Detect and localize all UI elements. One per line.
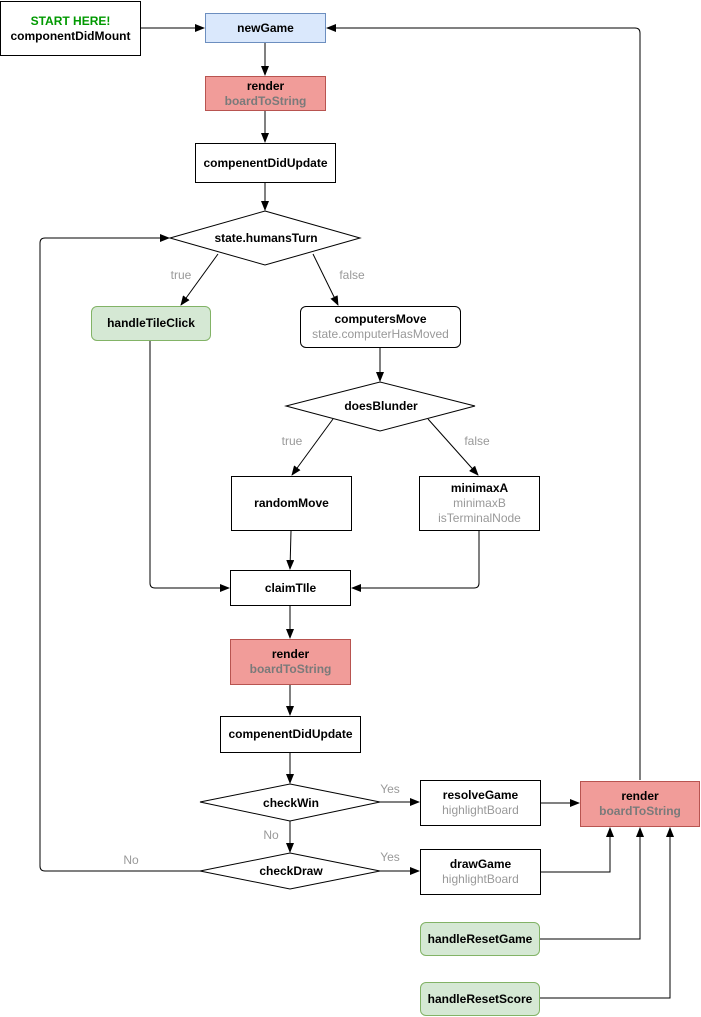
edge-label-win-no: No: [263, 828, 279, 842]
computers-move-sub: state.computerHasMoved: [312, 327, 449, 341]
random-move-label: randomMove: [254, 496, 329, 510]
resolve-game-node[interactable]: resolveGame highlightBoard: [420, 780, 541, 826]
did-update-node-1[interactable]: compenentDidUpdate: [195, 143, 336, 183]
handle-reset-score-label: handleResetScore: [427, 991, 533, 1006]
did-update-1-label: compenentDidUpdate: [203, 155, 328, 170]
edge-humans-true: [180, 253, 219, 306]
edge-render3-newgame: [326, 24, 641, 780]
start-here-label: START HERE!: [30, 13, 111, 28]
edge-minimax-claim: [351, 531, 480, 592]
render-1-label: render: [246, 78, 285, 93]
edge-resetscore-render3: [540, 827, 674, 999]
claim-tile-node[interactable]: claimTIle: [230, 570, 351, 606]
minimax-sub-1: minimaxB: [453, 496, 506, 510]
edge-blunder-false: [427, 418, 479, 476]
draw-game-node[interactable]: drawGame highlightBoard: [420, 849, 541, 895]
check-win-label: checkWin: [263, 796, 319, 810]
render-3-sub: boardToString: [599, 804, 681, 818]
edge-tileclick-claim: [149, 341, 230, 592]
edge-label-blunder-true: true: [281, 434, 303, 448]
minimax-label: minimaxA: [450, 481, 509, 495]
edge-label-blunder-false: false: [464, 434, 490, 448]
computers-move-label: computersMove: [334, 312, 427, 326]
claim-tile-label: claimTIle: [264, 580, 317, 595]
handle-reset-score-node[interactable]: handleResetScore: [420, 982, 540, 1016]
render-node-1[interactable]: render boardToString: [205, 76, 326, 111]
draw-game-label: drawGame: [449, 857, 512, 871]
minimax-node[interactable]: minimaxA minimaxB isTerminalNode: [419, 476, 540, 531]
render-1-sub: boardToString: [224, 93, 307, 108]
resolve-game-label: resolveGame: [442, 788, 519, 802]
edge-drawgame-render3: [541, 827, 614, 873]
did-update-2-label: compenentDidUpdate: [228, 727, 353, 741]
handle-tile-click-node[interactable]: handleTileClick: [91, 306, 211, 341]
handle-tile-click-label: handleTileClick: [107, 316, 195, 330]
random-move-node[interactable]: randomMove: [231, 476, 352, 531]
edge-label-humans-false: false: [339, 268, 365, 282]
new-game-node[interactable]: newGame: [205, 13, 326, 43]
does-blunder-label: doesBlunder: [344, 399, 418, 413]
edge-humans-false: [312, 253, 339, 306]
computers-move-node[interactable]: computersMove state.computerHasMoved: [300, 306, 461, 348]
render-2-sub: boardToString: [249, 662, 332, 676]
diamond-does-blunder: [284, 381, 476, 432]
check-draw-label: checkDraw: [259, 864, 323, 878]
draw-game-sub: highlightBoard: [442, 872, 519, 886]
edge-random-claim: [286, 530, 295, 570]
render-node-3[interactable]: render boardToString: [580, 781, 700, 827]
edge-label-draw-yes: Yes: [380, 850, 400, 864]
edge-label-draw-no: No: [123, 853, 139, 867]
minimax-sub-2: isTerminalNode: [438, 511, 521, 525]
edge-resetgame-render3: [540, 827, 644, 940]
render-3-label: render: [621, 789, 659, 803]
edge-blunder-true: [291, 418, 334, 476]
edge-label-humans-true: true: [170, 268, 192, 282]
handle-reset-game-label: handleResetGame: [427, 931, 533, 946]
render-node-2[interactable]: render boardToString: [230, 639, 351, 685]
resolve-game-sub: highlightBoard: [442, 803, 519, 817]
diamond-humans-turn: [168, 210, 362, 266]
render-2-label: render: [271, 647, 310, 661]
edge-label-win-yes: Yes: [380, 782, 400, 796]
diamond-check-draw: [199, 852, 381, 890]
start-node-label: componentDidMount: [10, 28, 131, 43]
humans-turn-label: state.humansTurn: [214, 231, 318, 245]
new-game-label: newGame: [237, 20, 294, 35]
did-update-node-2[interactable]: compenentDidUpdate: [220, 716, 361, 753]
edge-draw-no: [39, 234, 200, 872]
handle-reset-game-node[interactable]: handleResetGame: [420, 922, 540, 956]
start-node[interactable]: START HERE! componentDidMount: [0, 1, 141, 56]
